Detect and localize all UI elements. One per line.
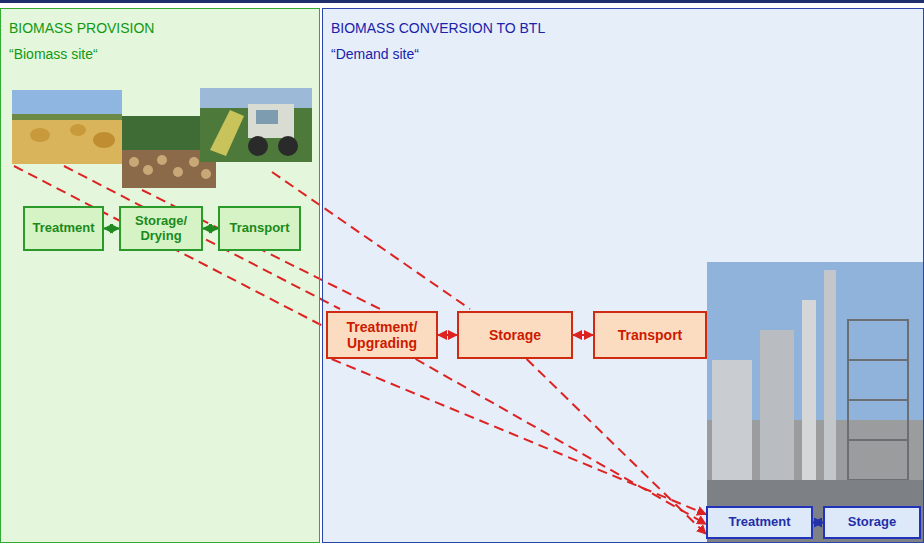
box-label: Storage <box>848 515 896 530</box>
provision-step-box: Treatment <box>23 206 104 251</box>
dashed-flow-arrow <box>527 359 706 534</box>
panel-title: BIOMASS PROVISION <box>9 19 154 37</box>
plant-photo <box>707 262 924 543</box>
box-label: Transport <box>618 327 683 343</box>
panel-heading: BIOMASS CONVERSION TO BTL “Demand site“ <box>331 19 545 71</box>
harvester-photo <box>200 88 312 162</box>
provision-panel: BIOMASS PROVISION “Biomass site“ Treatment… <box>0 8 320 543</box>
box-label: Treatment <box>728 515 790 530</box>
conversion-panel: BIOMASS CONVERSION TO BTL “Demand site“ Tr… <box>322 8 924 543</box>
panel-subtitle: “Biomass site“ <box>9 45 154 63</box>
panel-heading: BIOMASS PROVISION “Biomass site“ <box>9 19 154 71</box>
top-rule <box>0 0 924 3</box>
box-label: Treatment/ Upgrading <box>332 319 432 351</box>
double-arrow <box>203 228 218 230</box>
box-label: Storage <box>489 327 541 343</box>
panel-subtitle: “Demand site“ <box>331 45 545 63</box>
dashed-flow-arrow <box>332 359 706 514</box>
conversion-step-box: Transport <box>593 311 707 359</box>
supply-lines <box>14 166 470 326</box>
double-arrow <box>104 228 119 230</box>
conversion-step-box: Storage <box>457 311 573 359</box>
provision-step-box: Transport <box>218 206 301 251</box>
provision-ground <box>0 8 320 543</box>
double-arrow <box>438 334 457 336</box>
double-arrow <box>573 334 593 336</box>
conversion-step-box: Treatment/ Upgrading <box>326 311 438 359</box>
dashed-flow-arrow <box>416 359 706 524</box>
panel-title: BIOMASS CONVERSION TO BTL <box>331 19 545 37</box>
provision-step-box: Storage/ Drying <box>119 206 203 251</box>
box-label: Transport <box>230 221 290 236</box>
box-label: Storage/ Drying <box>125 214 197 244</box>
straw-photo <box>12 90 122 164</box>
plant-step-box: Storage <box>823 506 921 539</box>
conversion-ground <box>322 8 924 543</box>
plant-step-box: Treatment <box>706 506 813 539</box>
box-label: Treatment <box>32 221 94 236</box>
double-arrow <box>813 522 823 524</box>
